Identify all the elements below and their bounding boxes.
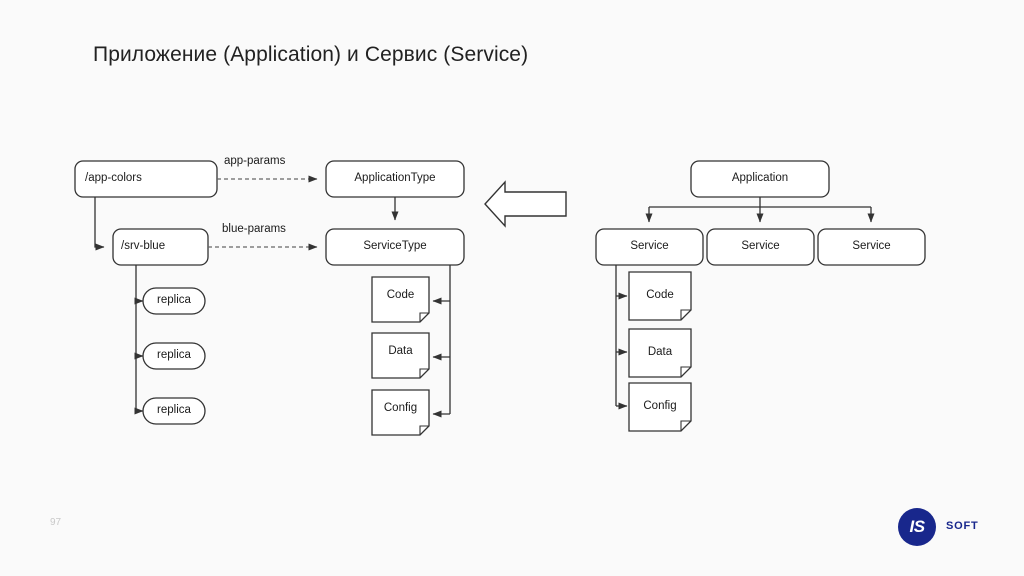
node-right-config[interactable]	[628, 382, 692, 432]
node-service-type[interactable]	[325, 228, 465, 266]
node-label-replica-3: replica	[157, 404, 191, 416]
node-left-data[interactable]	[371, 332, 430, 379]
right-code-fold	[680, 309, 691, 320]
node-label-application: Application	[731, 172, 789, 184]
node-label-left-config: Config	[383, 402, 418, 414]
node-label-service-3: Service	[852, 240, 891, 252]
node-label-service-1: Service	[630, 240, 669, 252]
node-replica-2[interactable]	[142, 342, 206, 370]
node-label-right-data: Data	[647, 346, 673, 358]
left-config-fold	[419, 425, 429, 435]
node-label-srv-blue: /srv-blue	[121, 240, 166, 252]
node-label-service-type: ServiceType	[363, 240, 427, 252]
node-replica-3[interactable]	[142, 397, 206, 425]
node-right-code[interactable]	[628, 271, 692, 321]
right-data-fold	[680, 366, 691, 377]
logo-circle-icon	[898, 508, 936, 546]
left-data-fold	[419, 368, 429, 378]
node-label-right-config: Config	[643, 400, 677, 412]
node-label-app-colors: /app-colors	[85, 172, 142, 184]
edge-label-app-params: app-params	[224, 155, 286, 167]
node-label-service-2: Service	[741, 240, 780, 252]
node-label-replica-1: replica	[157, 294, 191, 306]
node-service-1[interactable]	[595, 228, 704, 266]
page-number: 97	[50, 517, 62, 528]
transform-arrow-icon	[484, 180, 567, 228]
node-label-left-code: Code	[386, 289, 415, 301]
edge-label-blue-params: blue-params	[222, 223, 286, 235]
edge-appcolors-to-srvblue	[94, 197, 105, 251]
right-config-fold	[680, 420, 691, 431]
node-replica-1[interactable]	[142, 287, 206, 315]
page-title: Приложение (Application) и Сервис (Servi…	[93, 43, 529, 66]
node-label-left-data: Data	[388, 345, 413, 357]
company-logo: IS SOFT	[898, 506, 998, 552]
left-code-fold	[419, 312, 429, 322]
node-service-3[interactable]	[817, 228, 926, 266]
logo-word-text: SOFT	[946, 520, 979, 532]
node-left-config[interactable]	[371, 389, 430, 436]
logo-mark-text: IS	[909, 517, 925, 536]
node-left-code[interactable]	[371, 276, 430, 323]
node-service-2[interactable]	[706, 228, 815, 266]
node-label-application-type: ApplicationType	[354, 172, 436, 184]
node-label-replica-2: replica	[157, 349, 191, 361]
node-label-right-code: Code	[646, 289, 674, 301]
node-right-data[interactable]	[628, 328, 692, 378]
